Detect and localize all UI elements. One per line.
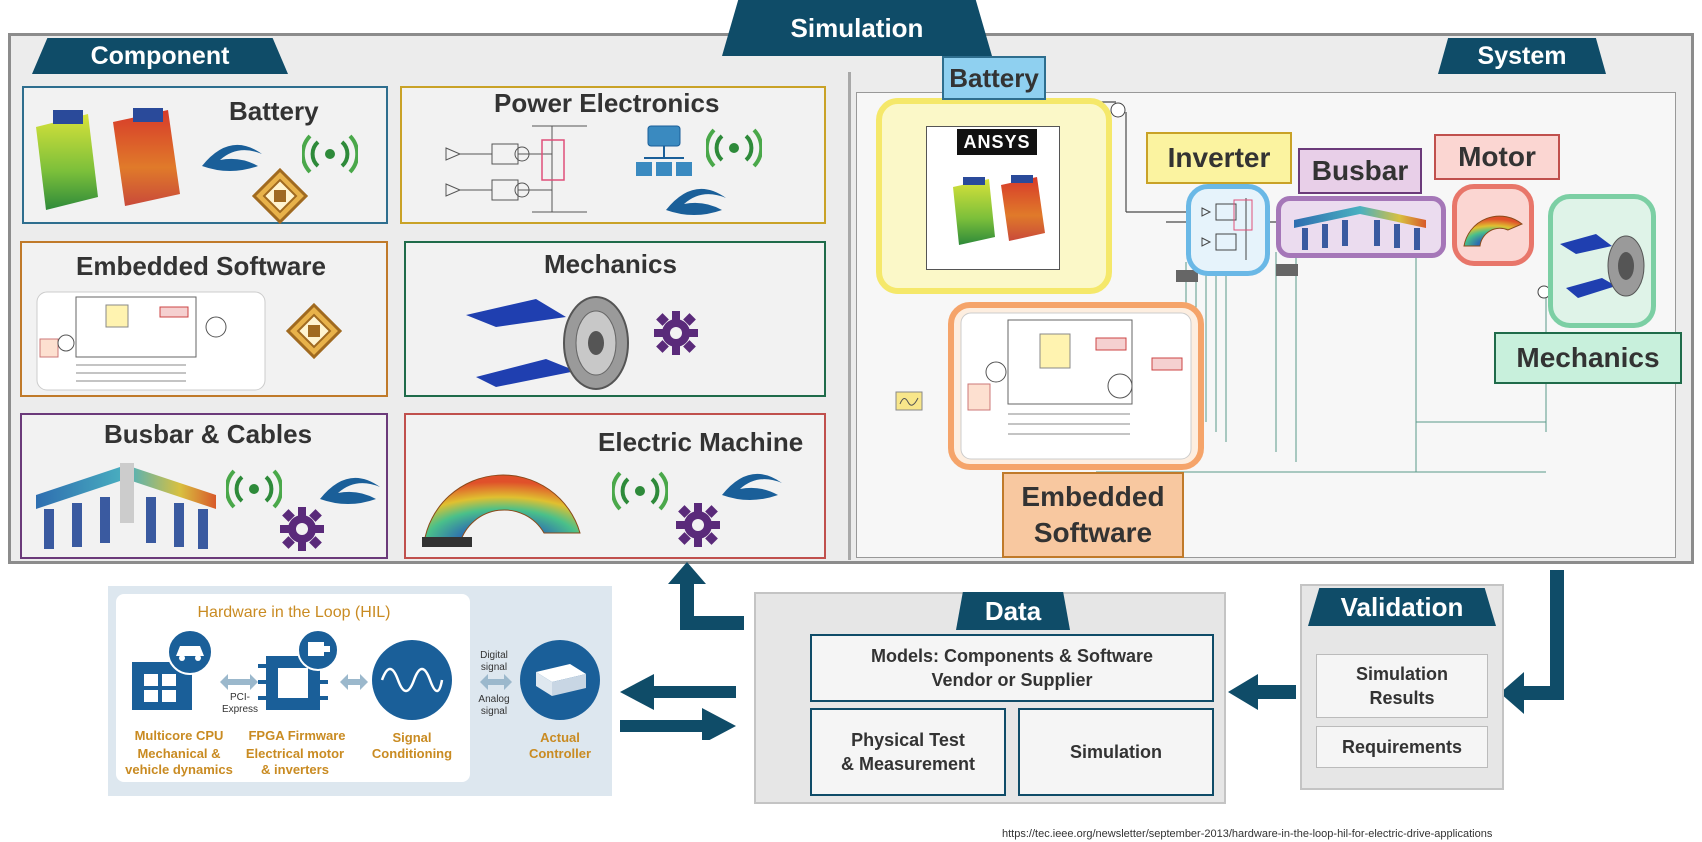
validation-title: Validation xyxy=(1340,591,1464,622)
fluid-icon xyxy=(320,477,380,504)
system-motor-label: Motor xyxy=(1434,134,1560,180)
actual-controller-label: Actual Controller xyxy=(528,730,592,762)
emag-icon xyxy=(706,128,762,168)
statechart-diagram xyxy=(36,291,266,391)
signal-conditioning-label: Signal Conditioning xyxy=(371,730,453,762)
hil-title: Hardware in the Loop (HIL) xyxy=(197,604,391,621)
mechanics-title: Mechanics xyxy=(544,249,677,279)
fpga-label: FPGA Firmware xyxy=(248,728,346,743)
hil-link-arrows xyxy=(220,674,512,690)
requirements-item: Requirements xyxy=(1316,726,1488,768)
fluid-icon xyxy=(722,473,782,500)
signal-conditioning-icon xyxy=(372,640,452,720)
flow-arrows xyxy=(620,562,1564,740)
models-panel: Models: Components & Software Vendor or … xyxy=(810,634,1214,702)
component-mechanics-box: Mechanics xyxy=(404,241,826,397)
network-icon xyxy=(636,125,692,176)
fpga-desc: Electrical motor & inverters xyxy=(245,746,345,778)
busbar-cables-title: Busbar & Cables xyxy=(104,419,313,449)
validation-tab: Validation xyxy=(1308,588,1496,626)
signal-source-icon xyxy=(895,391,923,411)
battery-cells-icon xyxy=(36,108,180,210)
stator-model xyxy=(422,474,581,547)
analog-signal-label: Analog signal xyxy=(478,694,510,717)
digital-signal-label: Digital signal xyxy=(480,650,508,673)
busbar-model xyxy=(36,463,216,549)
system-busbar-label: Busbar xyxy=(1298,148,1422,194)
component-battery-box: Battery xyxy=(22,86,388,224)
system-inverter-label: Inverter xyxy=(1146,132,1292,184)
circuit-diamond-icon xyxy=(286,303,342,359)
sine-wave-icon xyxy=(380,667,444,693)
suspension-model xyxy=(466,296,629,390)
physical-test-panel: Physical Test & Measurement xyxy=(810,708,1006,796)
fluid-icon xyxy=(202,144,262,171)
component-power-electronics-box: Power Electronics xyxy=(400,86,826,224)
emag-icon xyxy=(302,134,358,174)
circuit-schematic xyxy=(445,125,587,213)
ansys-logo: ANSYS xyxy=(957,129,1037,155)
data-title: Data xyxy=(984,595,1042,626)
gear-icon xyxy=(280,507,324,551)
suspension-model xyxy=(1560,234,1645,298)
system-title: System xyxy=(1477,41,1567,70)
component-embedded-software-box: Embedded Software xyxy=(20,241,388,397)
data-tab: Data xyxy=(956,592,1070,630)
motor-model xyxy=(1463,215,1523,247)
emag-icon xyxy=(612,471,668,511)
component-title: Component xyxy=(90,41,230,70)
component-tab: Component xyxy=(32,38,288,74)
system-mechanics-block xyxy=(1548,194,1656,328)
system-mechanics-label: Mechanics xyxy=(1494,332,1682,384)
power-electronics-title: Power Electronics xyxy=(494,88,720,118)
component-busbar-box: Busbar & Cables xyxy=(20,413,388,559)
section-divider xyxy=(848,72,851,560)
circuit-diamond-icon xyxy=(252,168,308,224)
cpu-desc: Mechanical & vehicle dynamics xyxy=(125,746,233,778)
system-embedded-software-label: Embedded Software xyxy=(1002,472,1184,558)
system-inverter-block xyxy=(1186,184,1270,276)
battery-cells-icon xyxy=(953,175,1045,245)
simulation-tab: Simulation xyxy=(722,0,992,56)
controller-box-icon xyxy=(536,664,586,696)
fpga-icon xyxy=(258,629,339,710)
gear-icon xyxy=(654,311,698,355)
busbar-model xyxy=(1294,206,1426,250)
simulation-panel: Simulation xyxy=(1018,708,1214,796)
simulation-title: Simulation xyxy=(790,12,924,43)
simulation-results-item: Simulation Results xyxy=(1316,654,1488,718)
electric-machine-title: Electric Machine xyxy=(598,427,804,457)
source-url: https://tec.ieee.org/newsletter/septembe… xyxy=(1002,828,1493,840)
pci-express-label: PCI- Express xyxy=(221,692,259,715)
system-battery-label: Battery xyxy=(942,56,1046,100)
battery-title: Battery xyxy=(229,96,319,126)
battery-model-window: ANSYS xyxy=(926,126,1060,270)
statechart-diagram xyxy=(960,312,1192,460)
embedded-software-title: Embedded Software xyxy=(76,251,326,281)
cpu-icon xyxy=(132,629,213,710)
system-tab: System xyxy=(1438,38,1606,74)
inverter-schematic xyxy=(1201,198,1253,260)
cpu-label: Multicore CPU xyxy=(134,728,224,743)
emag-icon xyxy=(226,469,282,509)
gear-icon xyxy=(676,503,720,547)
component-electric-machine-box: Electric Machine xyxy=(404,413,826,559)
fluid-icon xyxy=(666,188,726,215)
